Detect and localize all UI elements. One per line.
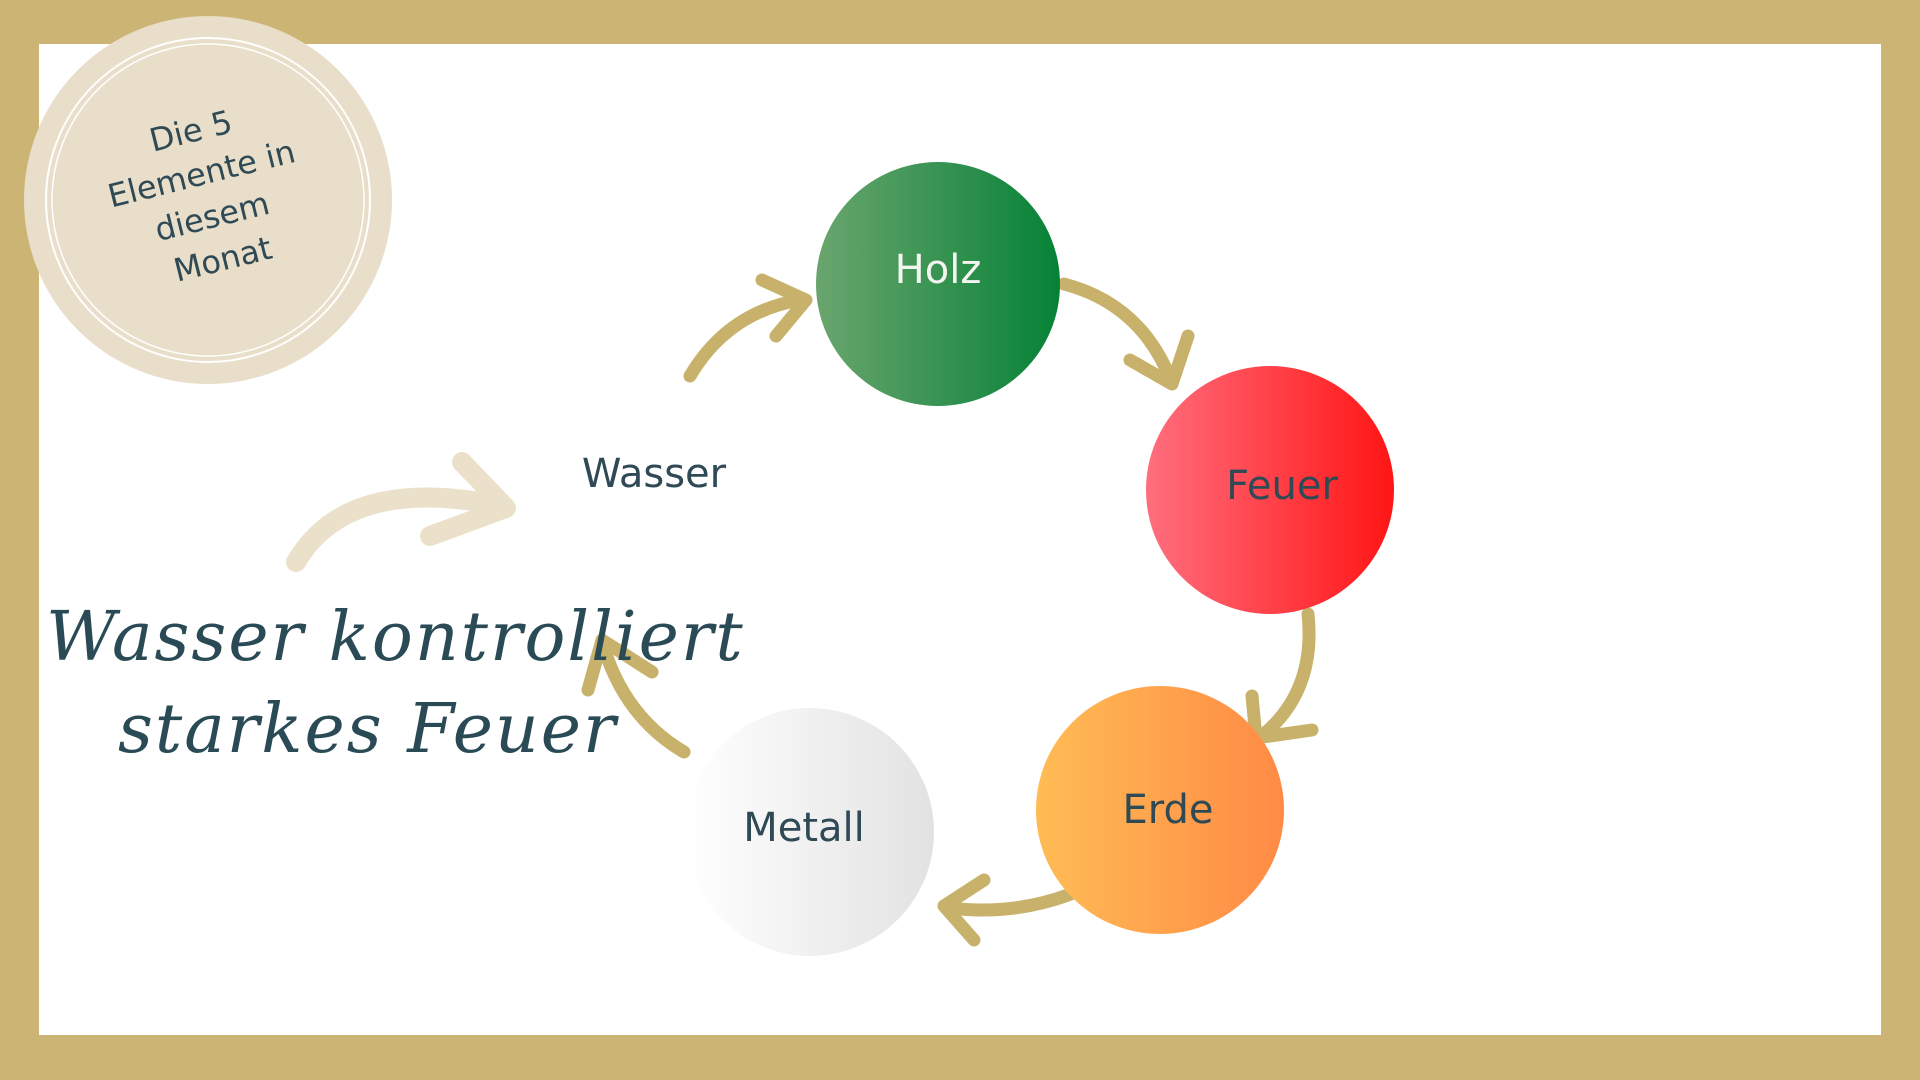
erde-circle — [1036, 686, 1284, 934]
arrow-note-to-wasser — [286, 452, 516, 572]
element-metall: Metall — [686, 708, 934, 956]
holz-label: Holz — [895, 247, 982, 293]
badge-circle — [24, 16, 392, 384]
wasser-label: Wasser — [582, 451, 727, 497]
arrow-metall-to-wasser — [581, 633, 691, 759]
metall-label: Metall — [743, 805, 865, 851]
arrow-erde-to-metall — [937, 873, 1083, 947]
holz-circle — [816, 162, 1060, 406]
arrow-wasser-to-holz — [683, 273, 813, 383]
note-line-2: starkes Feuer — [118, 690, 619, 769]
feuer-circle — [1146, 366, 1394, 614]
metall-circle — [686, 708, 934, 956]
script-note: Wasser kontrolliert starkes Feuer — [46, 598, 745, 769]
feuer-label: Feuer — [1226, 463, 1338, 509]
element-wasser: Wasser — [582, 451, 727, 497]
element-erde: Erde — [1036, 686, 1284, 934]
arrow-holz-to-feuer — [1057, 277, 1195, 391]
badge: Die 5 Elemente in diesem Monat — [24, 16, 392, 384]
arrow-feuer-to-erde — [1245, 607, 1319, 745]
badge-ring-outer — [45, 37, 371, 363]
element-feuer: Feuer — [1146, 366, 1394, 614]
element-holz: Holz — [816, 162, 1060, 406]
note-line-1: Wasser kontrolliert — [46, 598, 745, 677]
erde-label: Erde — [1122, 787, 1213, 833]
badge-ring-inner — [51, 43, 365, 357]
